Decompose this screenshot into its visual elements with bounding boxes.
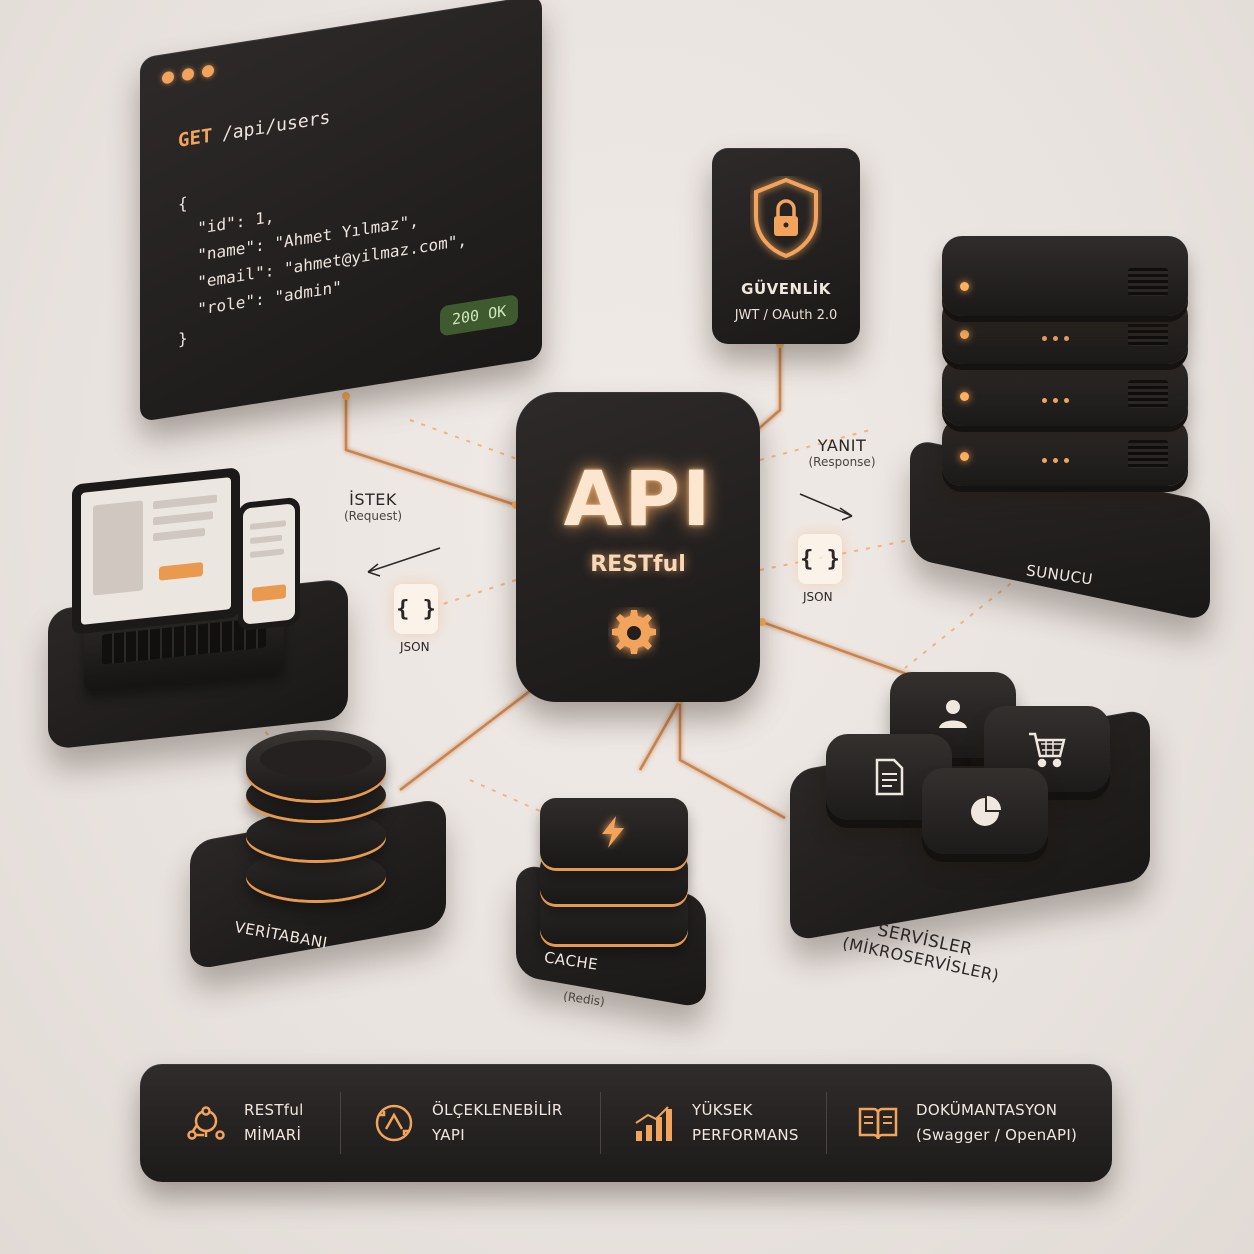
document-icon [875,758,904,796]
dashed-api-to-json-left [439,579,517,606]
response-subtitle: (Response) [808,455,876,469]
code-line: } [178,328,188,349]
json-response-chip: { } [798,534,842,584]
wire-api-to-cache [638,699,682,771]
dashed-json-right-to-server [759,539,911,571]
cart-icon [1029,732,1066,768]
phone [238,496,300,632]
gear-icon [612,610,656,654]
server-unit [942,418,1188,486]
code-window: GET /api/users { "id": 1, "name": "Ahmet… [140,0,542,422]
cache-layer-top [540,798,688,868]
request-title: İSTEK [349,490,397,509]
server-unit [942,358,1188,426]
feature-documentation-line2: (Swagger / OpenAPI) [916,1126,1078,1144]
feature-scalable-line1: ÖLÇEKLENEBİLİR [432,1101,563,1119]
laptop-screen [72,467,240,635]
http-path: /api/users [221,106,331,146]
shield-lock-icon [754,177,818,259]
code-line: { [178,193,188,214]
window-dots [162,64,214,85]
dashed-laptop-to-database [235,693,273,741]
book-icon [858,1107,898,1140]
feature-restful-line2: MİMARİ [244,1126,302,1144]
server-unit-top [942,236,1188,316]
dashed-server-to-services [904,575,1021,669]
feature-separator [600,1092,601,1154]
lightning-icon [602,816,624,848]
service-tile-chart[interactable] [922,768,1048,854]
user-icon [939,700,967,728]
security-title: GÜVENLİK [741,280,831,298]
json-response-label: JSON [803,590,833,604]
wire-api-to-services [678,700,786,820]
security-card: GÜVENLİK JWT / OAuth 2.0 [712,148,860,344]
dashed-api-to-cache [469,779,561,821]
scalable-icon [375,1104,413,1142]
api-hub: API RESTful [516,392,760,702]
feature-documentation-line1: DOKÜMANTASYON [916,1101,1058,1119]
api-title: API [563,454,713,543]
dashed-code-to-api [409,419,521,461]
http-method: GET [178,124,213,152]
json-request-chip: { } [394,584,438,634]
feature-documentation: DOKÜMANTASYON (Swagger / OpenAPI) [856,1064,1077,1182]
wire-code-to-api [344,396,517,507]
feature-performance: YÜKSEK PERFORMANS [632,1064,799,1182]
response-arrow [799,493,853,521]
response-label: YANIT (Response) [796,436,888,469]
api-subtitle: RESTful [590,552,686,577]
feature-scalable: ÖLÇEKLENEBİLİR YAPI [372,1064,563,1182]
security-subtitle: JWT / OAuth 2.0 [734,308,838,323]
feature-separator [826,1092,827,1154]
code-body: { "id": 1, "name": "Ahmet Yılmaz", "emai… [178,118,467,353]
feature-performance-line1: YÜKSEK [692,1101,753,1119]
feature-separator [340,1092,341,1154]
bar-chart-icon [635,1106,672,1141]
feature-restful-line1: RESTful [244,1101,304,1119]
response-title: YANIT [817,436,867,455]
request-label: İSTEK (Request) [330,490,416,523]
feature-performance-line2: PERFORMANS [692,1126,799,1144]
database-top [246,730,386,800]
json-request-label: JSON [400,640,430,654]
request-subtitle: (Request) [343,509,403,523]
feature-scalable-line2: YAPI [432,1126,465,1144]
wire-api-to-microservices [761,620,919,680]
restful-architecture-icon [187,1106,225,1140]
request-arrow [367,547,441,577]
pie-chart-icon [971,796,1001,826]
